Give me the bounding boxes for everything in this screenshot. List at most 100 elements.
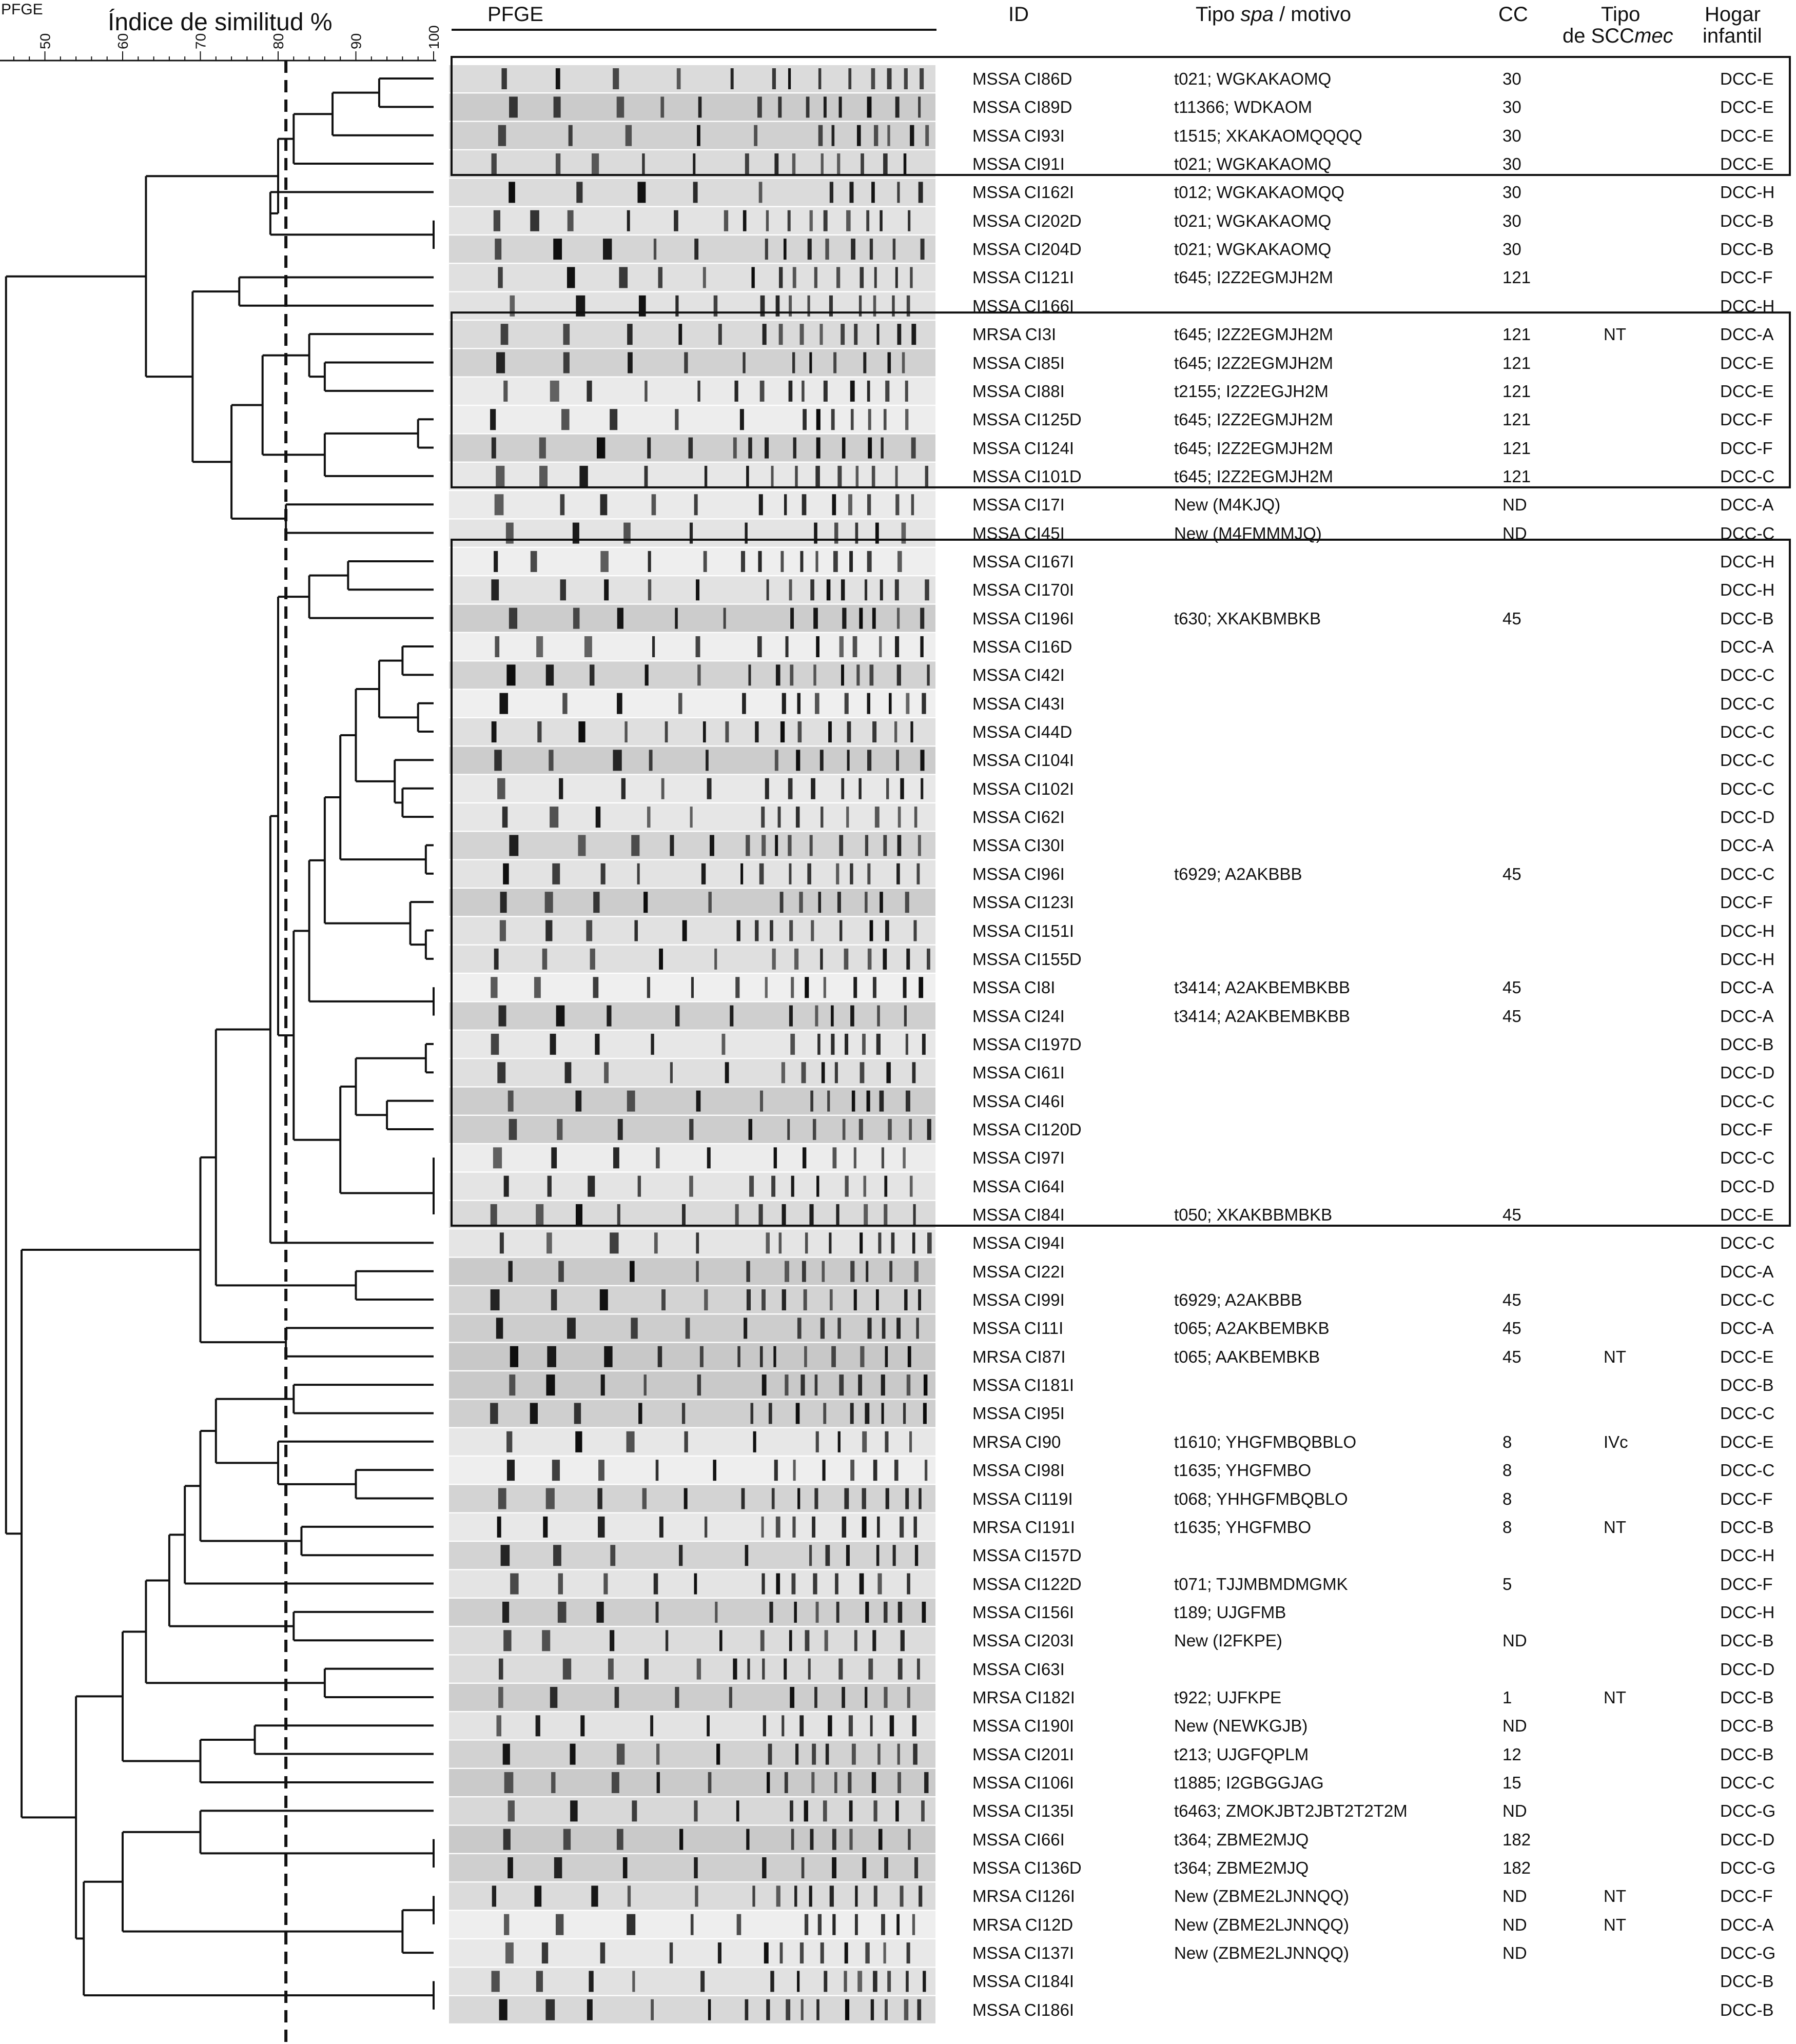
gel-lane — [449, 1627, 935, 1655]
gel-band — [878, 1232, 882, 1254]
gel-band — [627, 324, 633, 345]
gel-band — [694, 1857, 698, 1879]
cell-home: DCC-C — [1720, 1773, 1775, 1792]
gel-lane — [449, 1542, 935, 1569]
gel-band — [491, 977, 498, 998]
gel-band — [790, 1686, 795, 1708]
gel-band — [889, 1261, 893, 1282]
gel-band — [861, 153, 864, 175]
gel-band — [604, 1346, 613, 1367]
gel-band — [809, 1545, 812, 1566]
gel-band — [696, 1232, 699, 1254]
cell-spa: t189; UJGFMB — [1174, 1602, 1286, 1622]
cell-cc: 45 — [1502, 1205, 1521, 1224]
gel-band — [670, 835, 674, 856]
gel-band — [649, 750, 653, 771]
gel-band — [823, 1800, 827, 1822]
gel-band — [906, 1971, 909, 1992]
gel-band — [900, 1630, 905, 1652]
gel-band — [773, 1346, 776, 1367]
gel-band — [828, 721, 832, 743]
gel-band — [550, 1686, 558, 1708]
gel-band — [799, 1715, 804, 1737]
gel-band — [491, 437, 496, 459]
gel-band — [858, 1118, 863, 1140]
cell-cc: 15 — [1502, 1773, 1521, 1792]
gel-band — [744, 1318, 748, 1339]
gel-band — [685, 1318, 690, 1339]
cell-id: MSSA CI151I — [972, 921, 1075, 940]
cell-cc: 30 — [1502, 154, 1521, 174]
cell-id: MSSA CI64I — [972, 1176, 1065, 1196]
cell-spa: t213; UJGFQPLM — [1174, 1744, 1309, 1764]
gel-band — [761, 807, 765, 828]
gel-band — [904, 1005, 907, 1027]
gel-band — [885, 1431, 889, 1452]
gel-band — [792, 153, 796, 175]
gel-band — [901, 522, 906, 544]
gel-band — [747, 1658, 750, 1680]
gel-band — [695, 636, 700, 657]
gel-band — [498, 125, 506, 146]
cell-home: DCC-C — [1720, 466, 1775, 486]
gel-band — [871, 68, 875, 89]
gel-band — [789, 295, 792, 317]
gel-band — [846, 1545, 850, 1566]
cell-spa: t012; WGKAKAOMQQ — [1174, 183, 1344, 202]
gel-band — [587, 380, 592, 402]
cell-home: DCC-C — [1720, 694, 1775, 713]
cell-home: DCC-C — [1720, 665, 1775, 685]
cell-home: DCC-H — [1720, 552, 1775, 571]
gel-band — [626, 1431, 635, 1452]
gel-band — [802, 380, 805, 402]
gel-band — [740, 863, 744, 885]
gel-band — [697, 380, 700, 402]
cell-spa: t068; YHHGFMBQBLO — [1174, 1489, 1348, 1508]
cluster-boxes — [451, 56, 1791, 1227]
gel-band — [759, 863, 764, 885]
gel-band — [693, 182, 698, 203]
gel-band — [567, 267, 575, 288]
gel-band — [542, 948, 548, 970]
gel-band — [717, 1942, 721, 1964]
gel-band — [844, 1971, 847, 1992]
cell-id: MSSA CI202D — [972, 211, 1082, 230]
gel-band — [896, 1914, 900, 1935]
gel-band — [808, 1658, 811, 1680]
gel-band — [746, 1829, 750, 1850]
gel-band — [593, 977, 599, 998]
cell-home: DCC-A — [1720, 495, 1774, 515]
gel-band — [894, 1460, 899, 1481]
gel-band — [833, 352, 837, 374]
gel-band — [707, 1715, 710, 1737]
gel-band — [499, 693, 509, 714]
gel-band — [775, 295, 780, 317]
col-header-spa: Tipo spa / motivo — [1196, 3, 1352, 26]
cell-id: MRSA CI12D — [972, 1915, 1073, 1934]
gel-band — [876, 324, 880, 345]
gel-band — [554, 1857, 562, 1879]
gel-band — [766, 1232, 770, 1254]
gel-band — [754, 125, 758, 146]
gel-band — [637, 863, 640, 885]
gel-band — [905, 1090, 910, 1112]
cell-home: DCC-F — [1720, 410, 1773, 429]
cell-home: DCC-C — [1720, 779, 1775, 798]
gel-band — [694, 494, 698, 516]
gel-band — [656, 1772, 660, 1793]
gel-band — [820, 1942, 824, 1964]
gel-band — [784, 494, 787, 516]
gel-band — [783, 239, 787, 260]
gel-band — [543, 1516, 548, 1538]
gel-lane — [449, 406, 935, 434]
axis-tick-label: 80 — [270, 33, 286, 49]
cell-spa: t2155; I2Z2EGJH2M — [1174, 381, 1329, 401]
cell-home: DCC-C — [1720, 1233, 1775, 1253]
gel-band — [914, 807, 917, 828]
gel-band — [675, 1005, 680, 1027]
gel-band — [862, 1857, 867, 1879]
gel-lane — [449, 889, 935, 916]
gel-band — [792, 352, 795, 374]
gel-band — [871, 182, 875, 203]
gel-lane — [449, 292, 935, 320]
